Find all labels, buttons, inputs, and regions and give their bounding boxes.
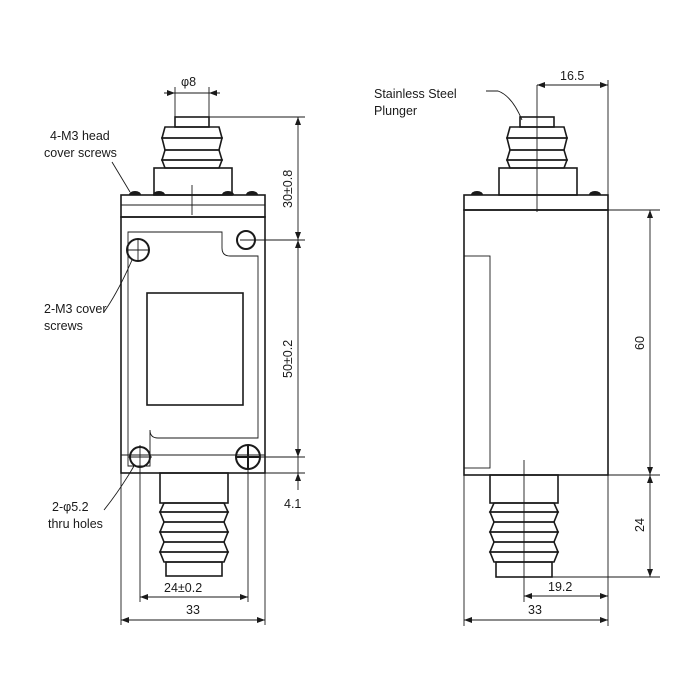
dim-plunger-offset-label: 16.5 [560, 69, 584, 83]
front-plunger [153, 116, 233, 196]
callout-head-cover-screws-line1: 4-M3 head [50, 129, 110, 143]
dim-side-body-width-label: 33 [528, 603, 542, 617]
callout-cover-screws-line1: 2-M3 cover [44, 302, 107, 316]
dim-plunger-offset [537, 80, 609, 195]
callout-plunger-line1: Stainless Steel [374, 87, 457, 101]
dim-side-boot-height [552, 475, 660, 578]
side-head-cover [463, 191, 609, 211]
dim-front-body-width-label: 33 [186, 603, 200, 617]
leader-thru-holes [103, 465, 135, 511]
dim-side-body-width [463, 475, 609, 626]
callout-thru-holes-line2: thru holes [48, 517, 103, 531]
dim-side-boot-offset-label: 19.2 [548, 580, 572, 594]
callout-cover-screws-line2: screws [44, 319, 83, 333]
dim-hole-spacing-horizontal [139, 469, 249, 602]
callout-thru-holes-line1: 2-φ5.2 [52, 500, 89, 514]
front-thru-hole-bottom [128, 445, 152, 469]
dim-hole-offset-bottom [265, 457, 305, 490]
dim-hole-spacing-vertical-label: 50±0.2 [281, 340, 295, 378]
front-body [120, 216, 266, 474]
callout-plunger-line2: Plunger [374, 104, 417, 118]
dim-front-body-width [120, 473, 266, 625]
leader-plunger [486, 90, 523, 121]
dim-side-body-height [608, 209, 660, 476]
front-head-cover [120, 191, 266, 218]
front-thru-hole-top [236, 230, 305, 250]
side-plunger [498, 116, 578, 196]
front-cover-screw-top [126, 238, 150, 262]
front-cover-screw-bottom [235, 444, 261, 470]
dim-hole-offset-bottom-label: 4.1 [284, 497, 301, 511]
front-view: φ8 30±0.8 50±0.2 4.1 [44, 75, 305, 625]
callout-head-cover-screws-line2: cover screws [44, 146, 117, 160]
side-body [463, 209, 609, 476]
dim-plunger-diameter-label: φ8 [181, 75, 196, 89]
dim-plunger-diameter [164, 87, 220, 117]
side-boot [488, 474, 560, 578]
side-view: 16.5 60 24 19.2 [374, 69, 660, 626]
front-boot [158, 472, 230, 577]
dim-side-body-height-label: 60 [633, 336, 647, 350]
dim-side-boot-offset [524, 593, 608, 599]
dim-side-boot-height-label: 24 [633, 518, 647, 532]
leader-cover-screws [103, 259, 133, 313]
dim-head-height-label: 30±0.8 [281, 170, 295, 208]
dim-hole-spacing-vertical [260, 240, 305, 458]
dim-head-height [209, 116, 305, 240]
leader-head-cover-screws [111, 161, 131, 193]
dim-hole-spacing-horizontal-label: 24±0.2 [164, 581, 202, 595]
